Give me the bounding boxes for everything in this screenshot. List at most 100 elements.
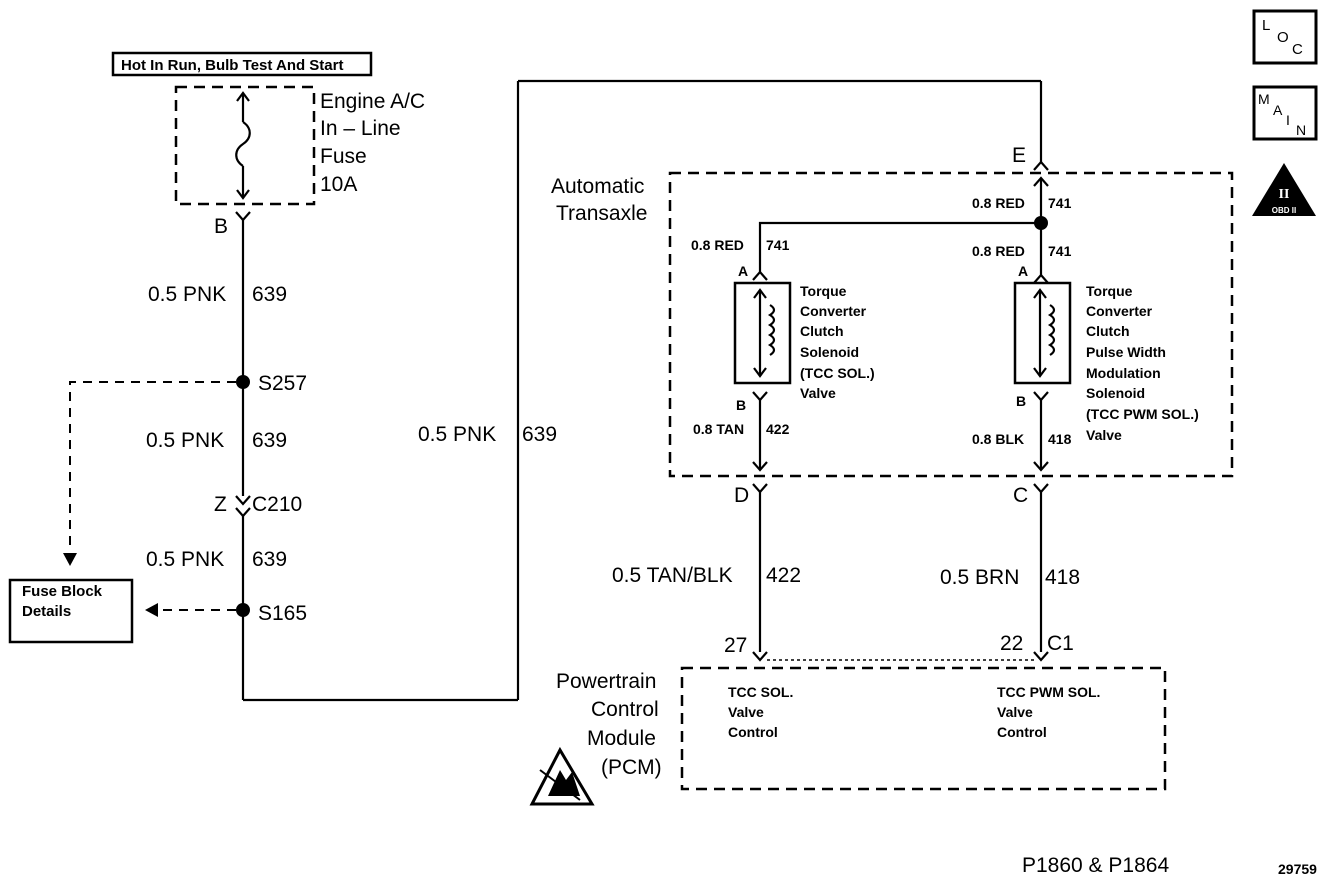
sol1-pin-b: B xyxy=(736,397,746,413)
transaxle-line2: Transaxle xyxy=(556,202,647,225)
wire-label-circuit: 422 xyxy=(766,564,801,587)
connector-c210-label: C210 xyxy=(252,493,302,516)
wire-label-circuit: 741 xyxy=(1048,243,1072,259)
fuse-rating: 10A xyxy=(320,173,357,196)
main-icon: M A I N xyxy=(1252,85,1318,141)
sol1-line: (TCC SOL.) xyxy=(800,365,875,381)
arrow-left-icon xyxy=(145,603,158,617)
wire-reference-dashed xyxy=(69,381,236,552)
pcm-pin-27: 27 xyxy=(724,634,747,657)
wire-label-gauge: 0.5 PNK xyxy=(418,423,496,446)
connector-e-symbol xyxy=(1033,160,1049,171)
coil-icon xyxy=(753,288,776,378)
wire-label-circuit: 741 xyxy=(766,237,790,253)
connector-b: B xyxy=(214,215,228,238)
wire-label-circuit: 639 xyxy=(522,423,557,446)
wire-label-gauge: 0.8 BLK xyxy=(972,431,1024,447)
sol2-line: Pulse Width xyxy=(1086,344,1166,360)
sol1-connector-a xyxy=(752,270,768,281)
loc-icon: L O C xyxy=(1252,9,1318,65)
svg-text:OBD II: OBD II xyxy=(1272,206,1296,215)
connector-c: C xyxy=(1013,484,1028,507)
wire-label-circuit: 639 xyxy=(252,548,287,571)
sol1-line: Converter xyxy=(800,303,867,319)
fuse-box xyxy=(174,85,316,206)
sol1-pin-a: A xyxy=(738,263,748,279)
wire-red-left xyxy=(758,221,1041,272)
wire-label-circuit: 639 xyxy=(252,283,287,306)
connector-d: D xyxy=(734,484,749,507)
diagnostic-codes: P1860 & P1864 xyxy=(1022,854,1169,877)
svg-text:II: II xyxy=(1279,187,1290,202)
wire-label-gauge: 0.8 TAN xyxy=(693,421,744,437)
fuse-block-box xyxy=(8,578,134,644)
fuse-name-line2: In – Line xyxy=(320,117,401,140)
coil-icon xyxy=(1033,288,1056,378)
sol2-line: Converter xyxy=(1086,303,1153,319)
splice-s257-label: S257 xyxy=(258,372,307,395)
sol2-line: Torque xyxy=(1086,283,1133,299)
splice-s165-label: S165 xyxy=(258,602,307,625)
transaxle-line1: Automatic xyxy=(551,175,644,198)
wire-label-circuit: 422 xyxy=(766,421,790,437)
sol2-pin-a: A xyxy=(1018,263,1028,279)
splice-s257-dot xyxy=(236,375,250,389)
sol2-line: (TCC PWM SOL.) xyxy=(1086,406,1199,422)
fuse-block-line1: Fuse Block xyxy=(22,583,103,600)
sol2-connector-b xyxy=(1033,391,1049,402)
pcm-box xyxy=(680,666,1167,791)
pcm-tcc-line: Valve xyxy=(728,704,764,720)
arrow-down-icon xyxy=(63,553,77,566)
wire-label-circuit: 741 xyxy=(1048,195,1072,211)
splice-s165-dot xyxy=(236,603,250,617)
pcm-name-line3: Module xyxy=(587,727,656,750)
connector-c210-symbol xyxy=(235,495,251,506)
svg-text:A: A xyxy=(1273,102,1283,118)
power-label-box xyxy=(111,51,373,77)
sol1-line: Clutch xyxy=(800,323,844,339)
sol1-line: Valve xyxy=(800,385,836,401)
sol1-line: Solenoid xyxy=(800,344,859,360)
svg-text:M: M xyxy=(1258,91,1270,107)
fuse-name-line1: Engine A/C xyxy=(320,90,425,113)
connector-z-label: Z xyxy=(214,493,227,516)
power-label: Hot In Run, Bulb Test And Start xyxy=(121,57,343,74)
sol2-line: Clutch xyxy=(1086,323,1130,339)
wire-label-gauge: 0.5 TAN/BLK xyxy=(612,564,733,587)
svg-text:C: C xyxy=(1292,41,1303,58)
sol2-line: Modulation xyxy=(1086,365,1161,381)
pcm-pin-22: 22 xyxy=(1000,632,1023,655)
sol2-body xyxy=(1013,281,1072,385)
wire-label-gauge: 0.5 PNK xyxy=(146,548,224,571)
sol1-line: Torque xyxy=(800,283,847,299)
fuse-block-line2: Details xyxy=(22,603,71,620)
sol2-pin-b: B xyxy=(1016,393,1026,409)
sol1-body xyxy=(733,281,792,385)
pcm-connector-c1: C1 xyxy=(1047,632,1074,655)
svg-text:O: O xyxy=(1277,29,1289,46)
obd-ii-icon: II OBD II xyxy=(1252,163,1316,216)
pcm-name-line2: Control xyxy=(591,698,659,721)
fuse-icon xyxy=(235,91,251,200)
sol2-connector-a xyxy=(1033,273,1049,284)
transaxle-box xyxy=(668,171,1234,478)
sol1-connector-b xyxy=(752,391,768,402)
esd-warning-icon xyxy=(529,746,595,806)
wire-label-gauge: 0.8 RED xyxy=(972,195,1025,211)
svg-text:N: N xyxy=(1296,122,1306,138)
connector-c-symbol xyxy=(1033,483,1049,494)
pcm-name-line1: Powertrain xyxy=(556,670,656,693)
pcm-name-line4: (PCM) xyxy=(601,756,662,779)
wire-label-gauge: 0.8 RED xyxy=(691,237,744,253)
pcm-tcc-line: TCC SOL. xyxy=(728,684,793,700)
connector-e: E xyxy=(1012,144,1026,167)
wire-label-circuit: 418 xyxy=(1045,566,1080,589)
wire-label-gauge: 0.5 BRN xyxy=(940,566,1019,589)
svg-text:I: I xyxy=(1286,112,1290,128)
wire-label-gauge: 0.5 PNK xyxy=(146,429,224,452)
sol2-line: Solenoid xyxy=(1086,385,1145,401)
wire-label-circuit: 418 xyxy=(1048,431,1072,447)
pcm-tcc-line: Control xyxy=(728,724,778,740)
pcm-pwm-line: Control xyxy=(997,724,1047,740)
